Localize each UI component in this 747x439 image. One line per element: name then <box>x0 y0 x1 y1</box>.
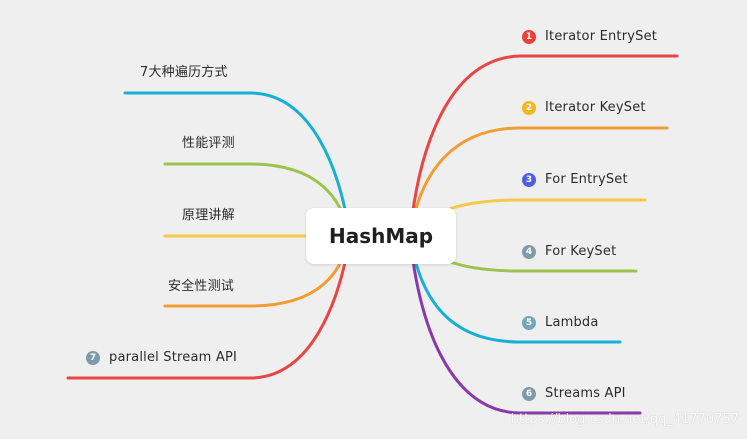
branch-performance-test[interactable]: 性能评测 <box>182 135 235 153</box>
branch-iterator-entryset[interactable]: 1 Iterator EntrySet <box>522 28 657 46</box>
branch-label-text: For EntrySet <box>545 172 628 187</box>
branch-safety-test[interactable]: 安全性测试 <box>168 278 234 296</box>
number-badge-2: 2 <box>522 101 536 115</box>
number-badge-1: 1 <box>522 30 536 44</box>
branch-label-text: Lambda <box>545 315 599 330</box>
branch-streams-api[interactable]: 6 Streams API <box>522 385 626 403</box>
number-badge-7: 7 <box>86 351 100 365</box>
branch-lambda[interactable]: 5 Lambda <box>522 314 599 332</box>
number-badge-4: 4 <box>522 245 536 259</box>
watermark-text: https://blog.csdn.net/qq_41770757 <box>510 412 739 427</box>
number-badge-3: 3 <box>522 173 536 187</box>
branch-principle-explanation[interactable]: 原理讲解 <box>182 207 235 225</box>
branch-label-text: Iterator KeySet <box>545 100 646 115</box>
number-badge-6: 6 <box>522 387 536 401</box>
branch-label-text: 7大种遍历方式 <box>140 65 228 80</box>
branch-for-entryset[interactable]: 3 For EntrySet <box>522 171 628 189</box>
branch-7-traversal-methods[interactable]: 7大种遍历方式 <box>140 64 228 82</box>
center-node-label: HashMap <box>328 224 434 248</box>
center-node-hashmap[interactable]: HashMap <box>306 208 456 264</box>
branch-label-text: 安全性测试 <box>168 279 235 294</box>
link-streams-api <box>408 234 642 415</box>
number-badge-5: 5 <box>522 316 536 330</box>
branch-label-text: Iterator EntrySet <box>545 29 658 44</box>
branch-label-text: For KeySet <box>545 244 617 259</box>
link-iterator-entryset <box>408 54 679 238</box>
branch-label-text: parallel Stream API <box>109 350 238 365</box>
branch-label-text: Streams API <box>545 386 626 401</box>
branch-parallel-stream-api[interactable]: 7 parallel Stream API <box>86 349 237 367</box>
branch-label-text: 原理讲解 <box>182 208 235 223</box>
branch-for-keyset[interactable]: 4 For KeySet <box>522 243 616 261</box>
branch-label-text: 性能评测 <box>182 136 235 151</box>
branch-iterator-keyset[interactable]: 2 Iterator KeySet <box>522 99 646 117</box>
